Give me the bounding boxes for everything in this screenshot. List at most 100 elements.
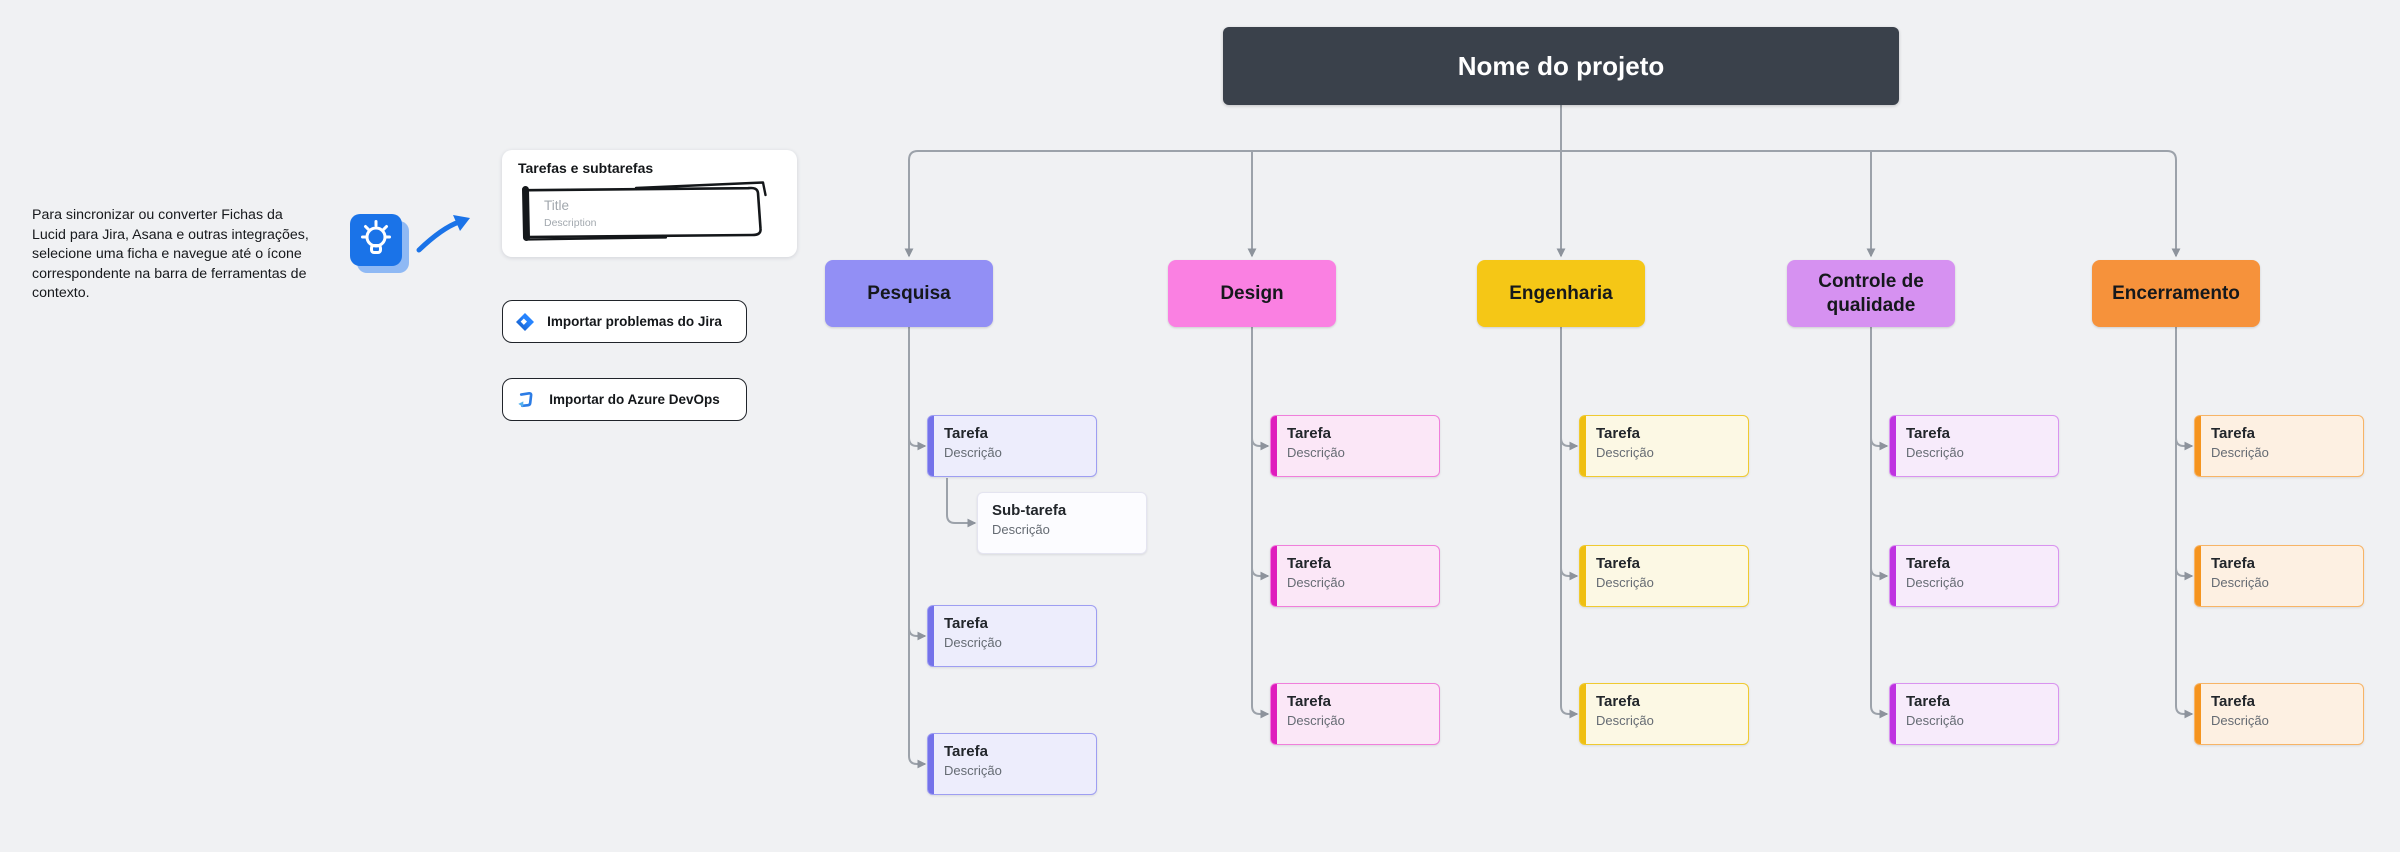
task-description: Descrição xyxy=(992,522,1050,537)
task-description: Descrição xyxy=(944,763,1002,778)
phase-header-controle-de-qualidade[interactable]: Controle de qualidade xyxy=(1787,260,1955,327)
jira-icon xyxy=(516,312,534,331)
connector xyxy=(1870,437,1889,451)
sketch-card-shape xyxy=(522,181,767,241)
task-title: Tarefa xyxy=(2211,555,2255,572)
connector xyxy=(1251,705,1270,719)
task-description: Descrição xyxy=(1287,575,1345,590)
lightbulb-icon xyxy=(350,214,412,276)
task-title: Tarefa xyxy=(1906,693,1950,710)
task-card-edge-bar xyxy=(1580,546,1586,606)
task-description: Descrição xyxy=(1906,713,1964,728)
task-card-edge-bar xyxy=(1271,546,1277,606)
task-title: Tarefa xyxy=(1596,693,1640,710)
project-title-label: Nome do projeto xyxy=(1457,50,1665,81)
task-description: Descrição xyxy=(1596,575,1654,590)
connector xyxy=(2175,705,2194,719)
phase-label: Controle de qualidade xyxy=(1818,270,1924,316)
task-description: Descrição xyxy=(1596,713,1654,728)
connector xyxy=(2166,150,2181,258)
task-title: Tarefa xyxy=(1287,555,1331,572)
task-title: Tarefa xyxy=(944,743,988,760)
curved-arrow-icon xyxy=(416,215,470,253)
task-title: Tarefa xyxy=(1906,425,1950,442)
task-title: Sub-tarefa xyxy=(992,502,1067,519)
task-description: Descrição xyxy=(1287,713,1345,728)
sketch-title-placeholder: Title xyxy=(544,198,570,213)
task-description: Descrição xyxy=(2211,445,2269,460)
connector xyxy=(1560,567,1579,581)
connector xyxy=(946,478,977,528)
task-title: Tarefa xyxy=(1287,425,1331,442)
connector xyxy=(1870,705,1889,719)
connector xyxy=(1560,437,1579,451)
connector xyxy=(908,627,927,641)
task-title: Tarefa xyxy=(2211,425,2255,442)
task-card-edge-bar xyxy=(1271,416,1277,476)
task-card-edge-bar xyxy=(2195,416,2201,476)
task-description: Descrição xyxy=(944,635,1002,650)
task-title: Tarefa xyxy=(1906,555,1950,572)
task-card-edge-bar xyxy=(1890,684,1896,744)
connector xyxy=(908,755,927,769)
task-card-edge-bar xyxy=(1580,684,1586,744)
connector xyxy=(1251,437,1270,451)
task-title: Tarefa xyxy=(944,615,988,632)
phase-header-engenharia[interactable]: Engenharia xyxy=(1477,260,1645,327)
task-description: Descrição xyxy=(1596,445,1654,460)
phase-label: Design xyxy=(1220,282,1284,304)
connector xyxy=(1870,567,1889,581)
task-card-edge-bar xyxy=(1890,546,1896,606)
connector xyxy=(908,437,927,451)
legend-card-tarefas[interactable]: Tarefas e subtarefas Title Description xyxy=(502,150,797,257)
connector xyxy=(2175,437,2194,451)
import-azure-devops-button[interactable]: Importar do Azure DevOps xyxy=(502,378,747,421)
lightbulb-icon-tile xyxy=(350,214,402,266)
task-description: Descrição xyxy=(1906,445,1964,460)
task-title: Tarefa xyxy=(1596,425,1640,442)
import-jira-button[interactable]: Importar problemas do Jira xyxy=(502,300,747,343)
phase-header-pesquisa[interactable]: Pesquisa xyxy=(825,260,993,327)
task-card-edge-bar xyxy=(928,734,934,794)
task-card-edge-bar xyxy=(1271,684,1277,744)
instruction-text: Para sincronizar ou converter Fichas da … xyxy=(32,207,309,302)
phase-label: Pesquisa xyxy=(867,282,951,304)
task-card-edge-bar xyxy=(2195,546,2201,606)
project-title-node[interactable]: Nome do projeto xyxy=(1223,27,1899,105)
legend-card-title: Tarefas e subtarefas xyxy=(518,160,654,176)
task-description: Descrição xyxy=(1287,445,1345,460)
phase-header-design[interactable]: Design xyxy=(1168,260,1336,327)
phase-header-encerramento[interactable]: Encerramento xyxy=(2092,260,2260,327)
import-azure-devops-label: Importar do Azure DevOps xyxy=(549,392,720,407)
